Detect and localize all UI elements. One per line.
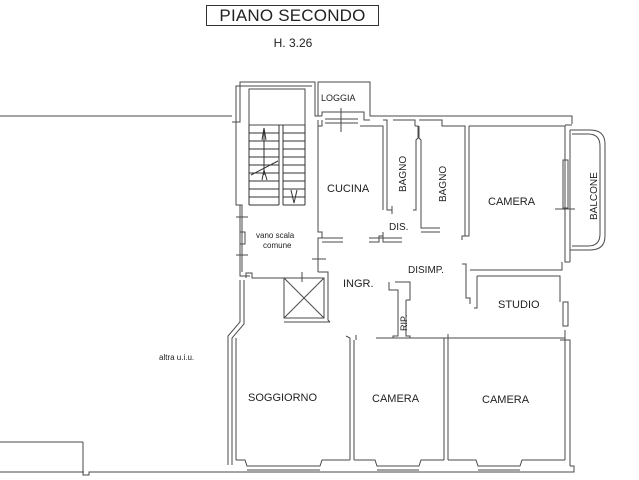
top-rooms-walls [318, 115, 570, 263]
ceiling-height-label: H. 3.26 [273, 36, 313, 50]
room-label-camera-bottom-left: CAMERA [372, 393, 420, 405]
stair-down-arrow-icon [290, 189, 298, 204]
floor-title: PIANO SECONDO [206, 5, 379, 26]
floor-title-text: PIANO SECONDO [219, 5, 366, 25]
room-label-cucina: CUCINA [327, 183, 370, 195]
balcone-walls [555, 124, 606, 262]
room-label-disimp: DISIMP. [408, 265, 444, 276]
room-label-dis: DIS. [389, 222, 408, 233]
room-label-soggiorno: SOGGIORNO [248, 392, 318, 404]
room-label-camera-bottom-right: CAMERA [482, 394, 530, 406]
neighbor-unit-walls [0, 115, 250, 476]
bottom-rooms-walls [235, 335, 575, 473]
room-label-vano-scala: vano scala [256, 231, 295, 240]
stairwell [232, 81, 343, 277]
room-label-bagno-2: BAGNO [438, 166, 449, 202]
room-label-balcone: BALCONE [589, 172, 600, 220]
room-label-ingr: INGR. [343, 278, 374, 290]
room-label-loggia: LOGGIA [321, 93, 356, 103]
room-label-studio: STUDIO [498, 299, 540, 311]
label-altra-uiu: altra u.i.u. [159, 353, 194, 362]
room-label-bagno-1: BAGNO [398, 156, 409, 192]
room-label-comune: comune [263, 241, 292, 250]
room-label-rip: RIP. [399, 315, 409, 331]
room-label-camera-top: CAMERA [488, 196, 536, 208]
middle-walls [227, 262, 571, 466]
loggia-walls [317, 81, 573, 132]
